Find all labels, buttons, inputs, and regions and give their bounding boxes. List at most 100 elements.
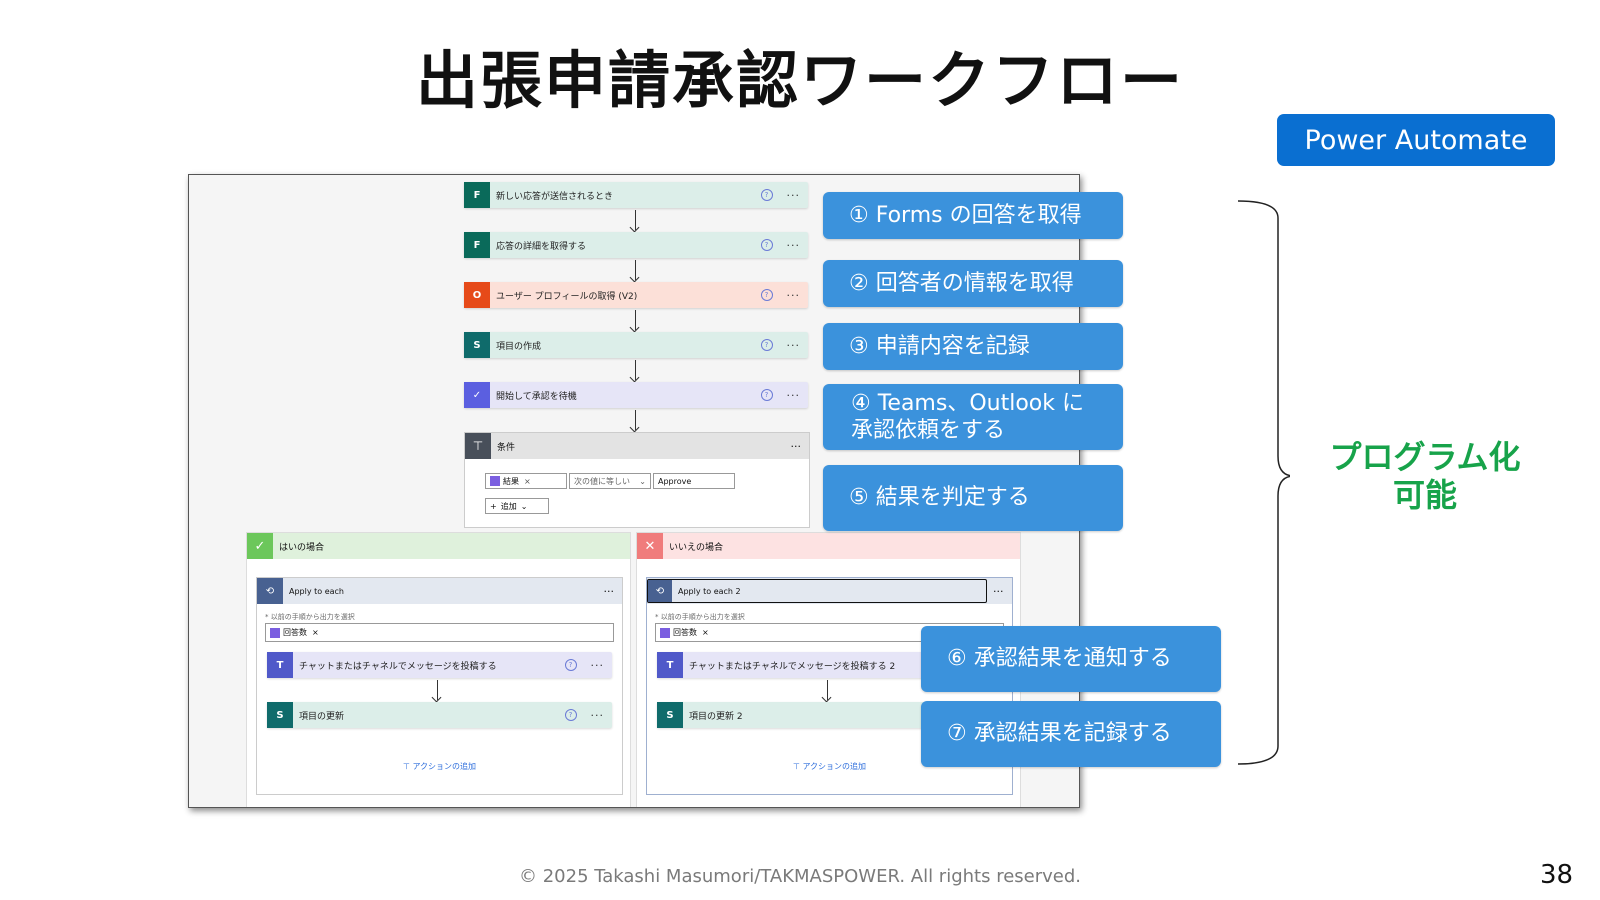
flow-step-label: 応答の詳細を取得する [496, 241, 587, 252]
more-icon[interactable]: ··· [786, 388, 800, 402]
select-output-label: * 以前の手順から出力を選択 [655, 613, 745, 621]
flow-step-label: チャットまたはチャネルでメッセージを投稿する [299, 661, 497, 672]
copyright-footer: © 2025 Takashi Masumori/TAKMASPOWER. All… [518, 866, 1082, 887]
more-icon[interactable]: ··· [786, 238, 800, 252]
add-action-icon: ⊤ [402, 762, 413, 771]
flow-step-update-item[interactable]: S 項目の更新 ? ··· [267, 702, 612, 728]
add-action-link[interactable]: ⊤ アクションの追加 [257, 761, 622, 772]
add-action-icon: ⊤ [792, 762, 803, 771]
add-action-label: アクションの追加 [802, 762, 867, 771]
add-action-label: アクションの追加 [412, 762, 477, 771]
flow-step-approval[interactable]: ✓ 開始して承認を待機 ? ··· [464, 382, 808, 408]
condition-label: 条件 [497, 442, 516, 453]
condition-value-input[interactable]: Approve [653, 473, 735, 489]
forms-icon: F [464, 232, 490, 258]
page-number: 38 [1540, 860, 1574, 890]
condition-token[interactable]: 結果 × [485, 473, 567, 489]
yes-branch[interactable]: ✓ はいの場合 ⟲ Apply to each ··· * 以前の手順から出力を… [246, 532, 631, 807]
flow-arrow [827, 680, 828, 700]
loop-icon: ⟲ [648, 580, 672, 602]
condition-icon: ⊤ [465, 433, 491, 459]
right-brace [1237, 200, 1290, 765]
help-icon[interactable]: ? [760, 289, 773, 301]
sharepoint-icon: S [464, 332, 490, 358]
help-icon[interactable]: ? [760, 389, 773, 401]
flow-step-label: チャットまたはチャネルでメッセージを投稿する 2 [689, 661, 896, 672]
teams-icon: T [657, 652, 683, 678]
callout-step-6: ⑥ 承認結果を通知する [921, 626, 1221, 692]
callout-step-7: ⑦ 承認結果を記録する [921, 701, 1221, 767]
flow-arrow [635, 260, 636, 280]
add-label: 追加 [500, 501, 517, 511]
flow-step-post-message[interactable]: T チャットまたはチャネルでメッセージを投稿する ? ··· [267, 652, 612, 678]
more-icon[interactable]: ··· [590, 658, 604, 672]
flow-arrow [635, 210, 636, 230]
condition-block[interactable]: ⊤ 条件 ··· 結果 × 次の値に等しい ⌄ Approve + 追加 ⌄ [464, 432, 810, 528]
callout-step-3: ③ 申請内容を記録 [823, 323, 1123, 370]
help-icon[interactable]: ? [564, 659, 577, 671]
loop-label: Apply to each 2 [678, 586, 741, 596]
chevron-down-icon: ⌄ [520, 501, 528, 511]
no-branch-label: いいえの場合 [669, 542, 724, 553]
flow-arrow [635, 410, 636, 430]
flow-step-user-profile[interactable]: O ユーザー プロフィールの取得 (V2) ? ··· [464, 282, 808, 308]
loop-label: Apply to each [289, 586, 344, 596]
flow-step-get-response[interactable]: F 応答の詳細を取得する ? ··· [464, 232, 808, 258]
token-label: 結果 [503, 476, 519, 486]
condition-operator-select[interactable]: 次の値に等しい ⌄ [569, 473, 651, 489]
flow-arrow [635, 310, 636, 330]
close-icon[interactable]: × [312, 628, 319, 637]
sharepoint-icon: S [267, 702, 293, 728]
flow-step-trigger[interactable]: F 新しい応答が送信されるとき ? ··· [464, 182, 808, 208]
approvals-icon: ✓ [464, 382, 490, 408]
select-output-label: * 以前の手順から出力を選択 [265, 613, 355, 621]
flow-step-label: ユーザー プロフィールの取得 (V2) [496, 291, 638, 302]
flow-step-label: 項目の作成 [496, 341, 542, 352]
forms-icon: F [464, 182, 490, 208]
approvals-icon [660, 627, 670, 638]
approvals-icon [270, 627, 280, 638]
more-icon[interactable]: ··· [790, 439, 802, 453]
approvals-icon [490, 476, 500, 486]
flow-arrow [635, 360, 636, 380]
yes-branch-label: はいの場合 [279, 542, 325, 553]
close-icon[interactable]: × [524, 476, 531, 486]
more-icon[interactable]: ··· [603, 584, 615, 598]
add-condition-button[interactable]: + 追加 ⌄ [485, 498, 549, 514]
operator-label: 次の値に等しい [574, 476, 630, 486]
close-icon: ✕ [637, 533, 663, 559]
programmable-label: プログラム化 可能 [1329, 438, 1521, 515]
help-icon[interactable]: ? [760, 339, 773, 351]
power-automate-badge: Power Automate [1277, 114, 1555, 166]
more-icon[interactable]: ··· [786, 288, 800, 302]
callout-step-4: ④ Teams、Outlook に 承認依頼をする [823, 384, 1123, 450]
callout-step-2: ② 回答者の情報を取得 [823, 260, 1123, 307]
flow-step-label: 開始して承認を待機 [496, 391, 577, 402]
slide-title: 出張申請承認ワークフロー [415, 44, 1184, 117]
token-label: 回答数 [283, 628, 307, 637]
apply-to-each-block[interactable]: ⟲ Apply to each ··· * 以前の手順から出力を選択 回答数 ×… [256, 577, 623, 795]
callout-step-1: ① Forms の回答を取得 [823, 192, 1123, 239]
callout-step-5: ⑤ 結果を判定する [823, 465, 1123, 531]
flow-arrow [437, 680, 438, 700]
close-icon[interactable]: × [702, 628, 709, 637]
help-icon[interactable]: ? [564, 709, 577, 721]
help-icon[interactable]: ? [760, 239, 773, 251]
select-output-field[interactable]: 回答数 × [265, 623, 614, 642]
output-token[interactable]: 回答数 × [656, 625, 713, 640]
more-icon[interactable]: ··· [786, 188, 800, 202]
check-icon: ✓ [247, 533, 273, 559]
teams-icon: T [267, 652, 293, 678]
flow-step-create-item[interactable]: S 項目の作成 ? ··· [464, 332, 808, 358]
flow-step-label: 項目の更新 2 [689, 711, 743, 722]
more-icon[interactable]: ··· [993, 584, 1004, 598]
more-icon[interactable]: ··· [590, 708, 604, 722]
chevron-down-icon: ⌄ [639, 476, 646, 486]
office-icon: O [464, 282, 490, 308]
more-icon[interactable]: ··· [786, 338, 800, 352]
output-token[interactable]: 回答数 × [266, 625, 323, 640]
help-icon[interactable]: ? [760, 189, 773, 201]
add-action-link[interactable]: ⊤ アクションの追加 [647, 761, 1012, 772]
flow-step-label: 項目の更新 [299, 711, 345, 722]
sharepoint-icon: S [657, 702, 683, 728]
